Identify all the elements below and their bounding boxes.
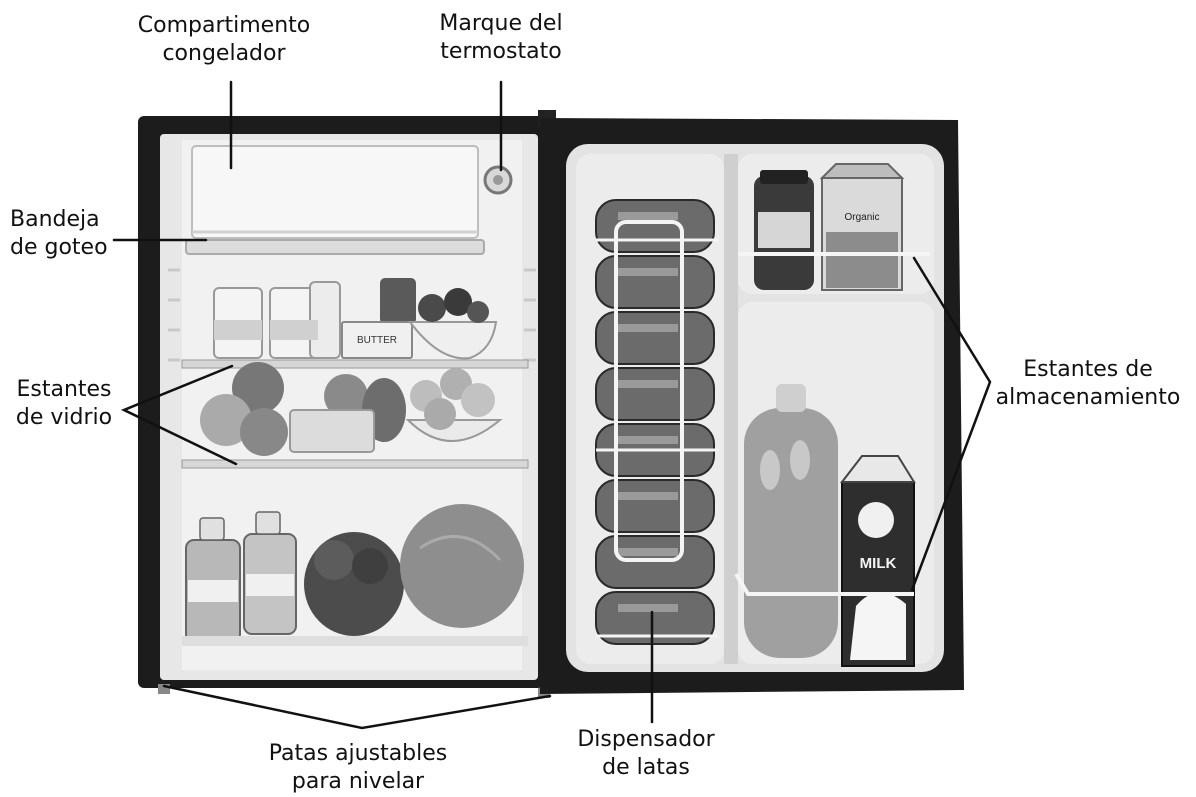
cabbage	[400, 504, 524, 628]
label-thermostat: Marque del termostato	[439, 10, 562, 66]
label-drip-tray-line2: de goteo	[10, 235, 108, 260]
yogurt-cups	[213, 281, 341, 359]
apple-1	[232, 362, 284, 414]
door-divider	[724, 154, 738, 664]
butter-box	[341, 321, 413, 359]
label-can-dispenser: Dispensador de latas	[577, 726, 714, 782]
callout-lines	[112, 80, 992, 730]
apple-2	[200, 394, 252, 446]
apple-3	[240, 408, 288, 456]
apple-4	[324, 374, 368, 418]
milk-carton: MILK	[839, 455, 916, 667]
butter-text: BUTTER	[357, 335, 397, 346]
label-legs-line1: Patas ajustables	[268, 741, 448, 766]
label-glass-shelves: Estantes de vidrio	[16, 376, 112, 432]
glass-shelf-lower	[181, 459, 529, 469]
label-storage-shelves: Estantes de almacenamiento	[996, 356, 1181, 412]
label-drip-tray: Bandeja de goteo	[10, 206, 108, 262]
label-thermostat-line1: Marque del	[439, 11, 563, 36]
storage-shelves-pointer	[910, 256, 992, 592]
label-glass-shelves-line1: Estantes	[16, 377, 112, 402]
freezer-compartment	[191, 145, 479, 239]
label-freezer-line2: congelador	[162, 41, 286, 66]
water-bottles	[185, 511, 297, 643]
lower-storage-rail	[734, 572, 914, 596]
label-freezer-compartment: Compartimento congelador	[138, 12, 310, 68]
organic-text: Organic	[844, 212, 879, 223]
jam-jar	[380, 278, 416, 324]
egg-tray	[289, 409, 375, 453]
label-freezer-line1: Compartimento	[137, 13, 311, 38]
label-adjustable-legs: Patas ajustables para nivelar	[269, 740, 448, 796]
label-storage-shelves-line1: Estantes de	[1023, 357, 1153, 382]
label-legs-line2: para nivelar	[291, 769, 425, 794]
label-drip-tray-line1: Bandeja	[10, 207, 100, 232]
glass-shelves-pointer	[120, 364, 238, 466]
fruit-bowl	[407, 321, 498, 360]
milk-text: MILK	[860, 555, 897, 572]
label-can-dispenser-line1: Dispensador	[577, 727, 715, 752]
label-can-dispenser-line2: de latas	[602, 755, 690, 780]
glass-shelf-upper	[181, 359, 529, 369]
can-dispenser-wire	[614, 220, 684, 562]
label-storage-shelves-line2: almacenamiento	[995, 385, 1181, 410]
label-glass-shelves-line2: de vidrio	[15, 405, 113, 430]
label-thermostat-line2: termostato	[440, 39, 562, 64]
drip-tray	[185, 239, 485, 255]
legs-pointer	[162, 684, 552, 730]
leg-left	[158, 684, 170, 694]
soda-bottle	[744, 384, 838, 658]
